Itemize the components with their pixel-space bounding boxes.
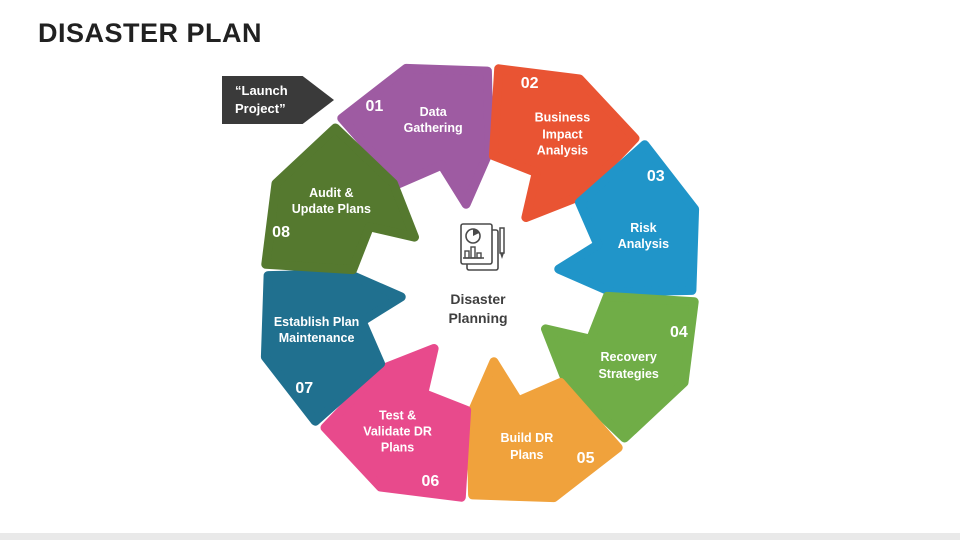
step-number: 07 (295, 379, 314, 397)
disaster-planning-icon (460, 223, 505, 271)
step-shape-03 (554, 140, 700, 297)
step-label: Build DR Plans (500, 431, 554, 462)
step-label: Risk Analysis (617, 220, 670, 252)
step-label: Audit & Update Plans (291, 185, 371, 216)
step-shape-06 (320, 344, 472, 502)
slide-title: DISASTER PLAN (38, 18, 263, 48)
step-number: 02 (520, 75, 539, 93)
step-shape-07 (260, 269, 406, 426)
step-number: 08 (272, 224, 290, 242)
step-label: Recovery Strategies (598, 350, 659, 381)
slide-bottom-edge (0, 533, 960, 540)
launch-project-label: “Launch Project” (235, 83, 288, 116)
step-shape-02 (488, 64, 640, 222)
step-label: Data Gathering (403, 104, 463, 135)
step-number: 05 (576, 449, 595, 467)
step-number: 04 (670, 323, 688, 341)
step-number: 01 (365, 98, 384, 116)
step-shape-04 (541, 291, 699, 443)
step-number: 03 (646, 168, 665, 186)
step-shape-08 (261, 123, 419, 275)
step-shape-05 (466, 357, 623, 503)
step-shape-01 (337, 63, 494, 209)
step-label: Business Impact Analysis (534, 110, 591, 158)
step-number: 06 (421, 472, 440, 490)
step-label: Establish Plan Maintenance (273, 314, 360, 345)
step-label: Test & Validate DR Plans (363, 408, 432, 455)
center-label: Disaster Planning (448, 291, 508, 326)
